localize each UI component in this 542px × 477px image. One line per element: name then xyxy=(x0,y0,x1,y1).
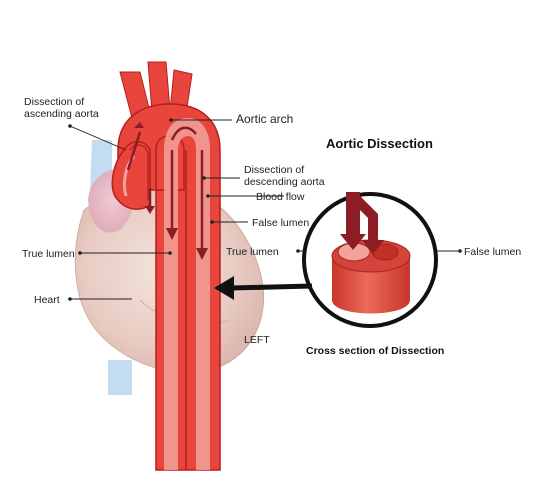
label-blood-flow: Blood flow xyxy=(256,191,305,203)
pointer-arrow xyxy=(214,276,313,300)
label-false-lumen-inset: False lumen xyxy=(464,246,522,258)
label-aortic-arch: Aortic arch xyxy=(236,112,294,126)
leader-dots xyxy=(68,118,462,301)
label-dissection-ascending-2: ascending aorta xyxy=(24,108,99,120)
diagram-title: Aortic Dissection xyxy=(326,136,433,151)
label-dissection-ascending-1: Dissection of xyxy=(24,96,85,108)
label-dissection-descending-1: Dissection of xyxy=(244,164,305,176)
label-dissection-descending-2: descending aorta xyxy=(244,176,325,188)
label-false-lumen-main: False lumen xyxy=(252,217,310,229)
cross-section-inset xyxy=(302,192,438,328)
label-left: LEFT xyxy=(244,334,270,346)
label-true-lumen-left: True lumen xyxy=(22,248,75,260)
cross-section-caption: Cross section of Dissection xyxy=(306,345,445,357)
label-true-lumen-inset: True lumen xyxy=(226,246,279,258)
blood-flow-arrows xyxy=(126,122,208,260)
label-heart: Heart xyxy=(34,294,60,306)
aorta xyxy=(111,61,221,471)
